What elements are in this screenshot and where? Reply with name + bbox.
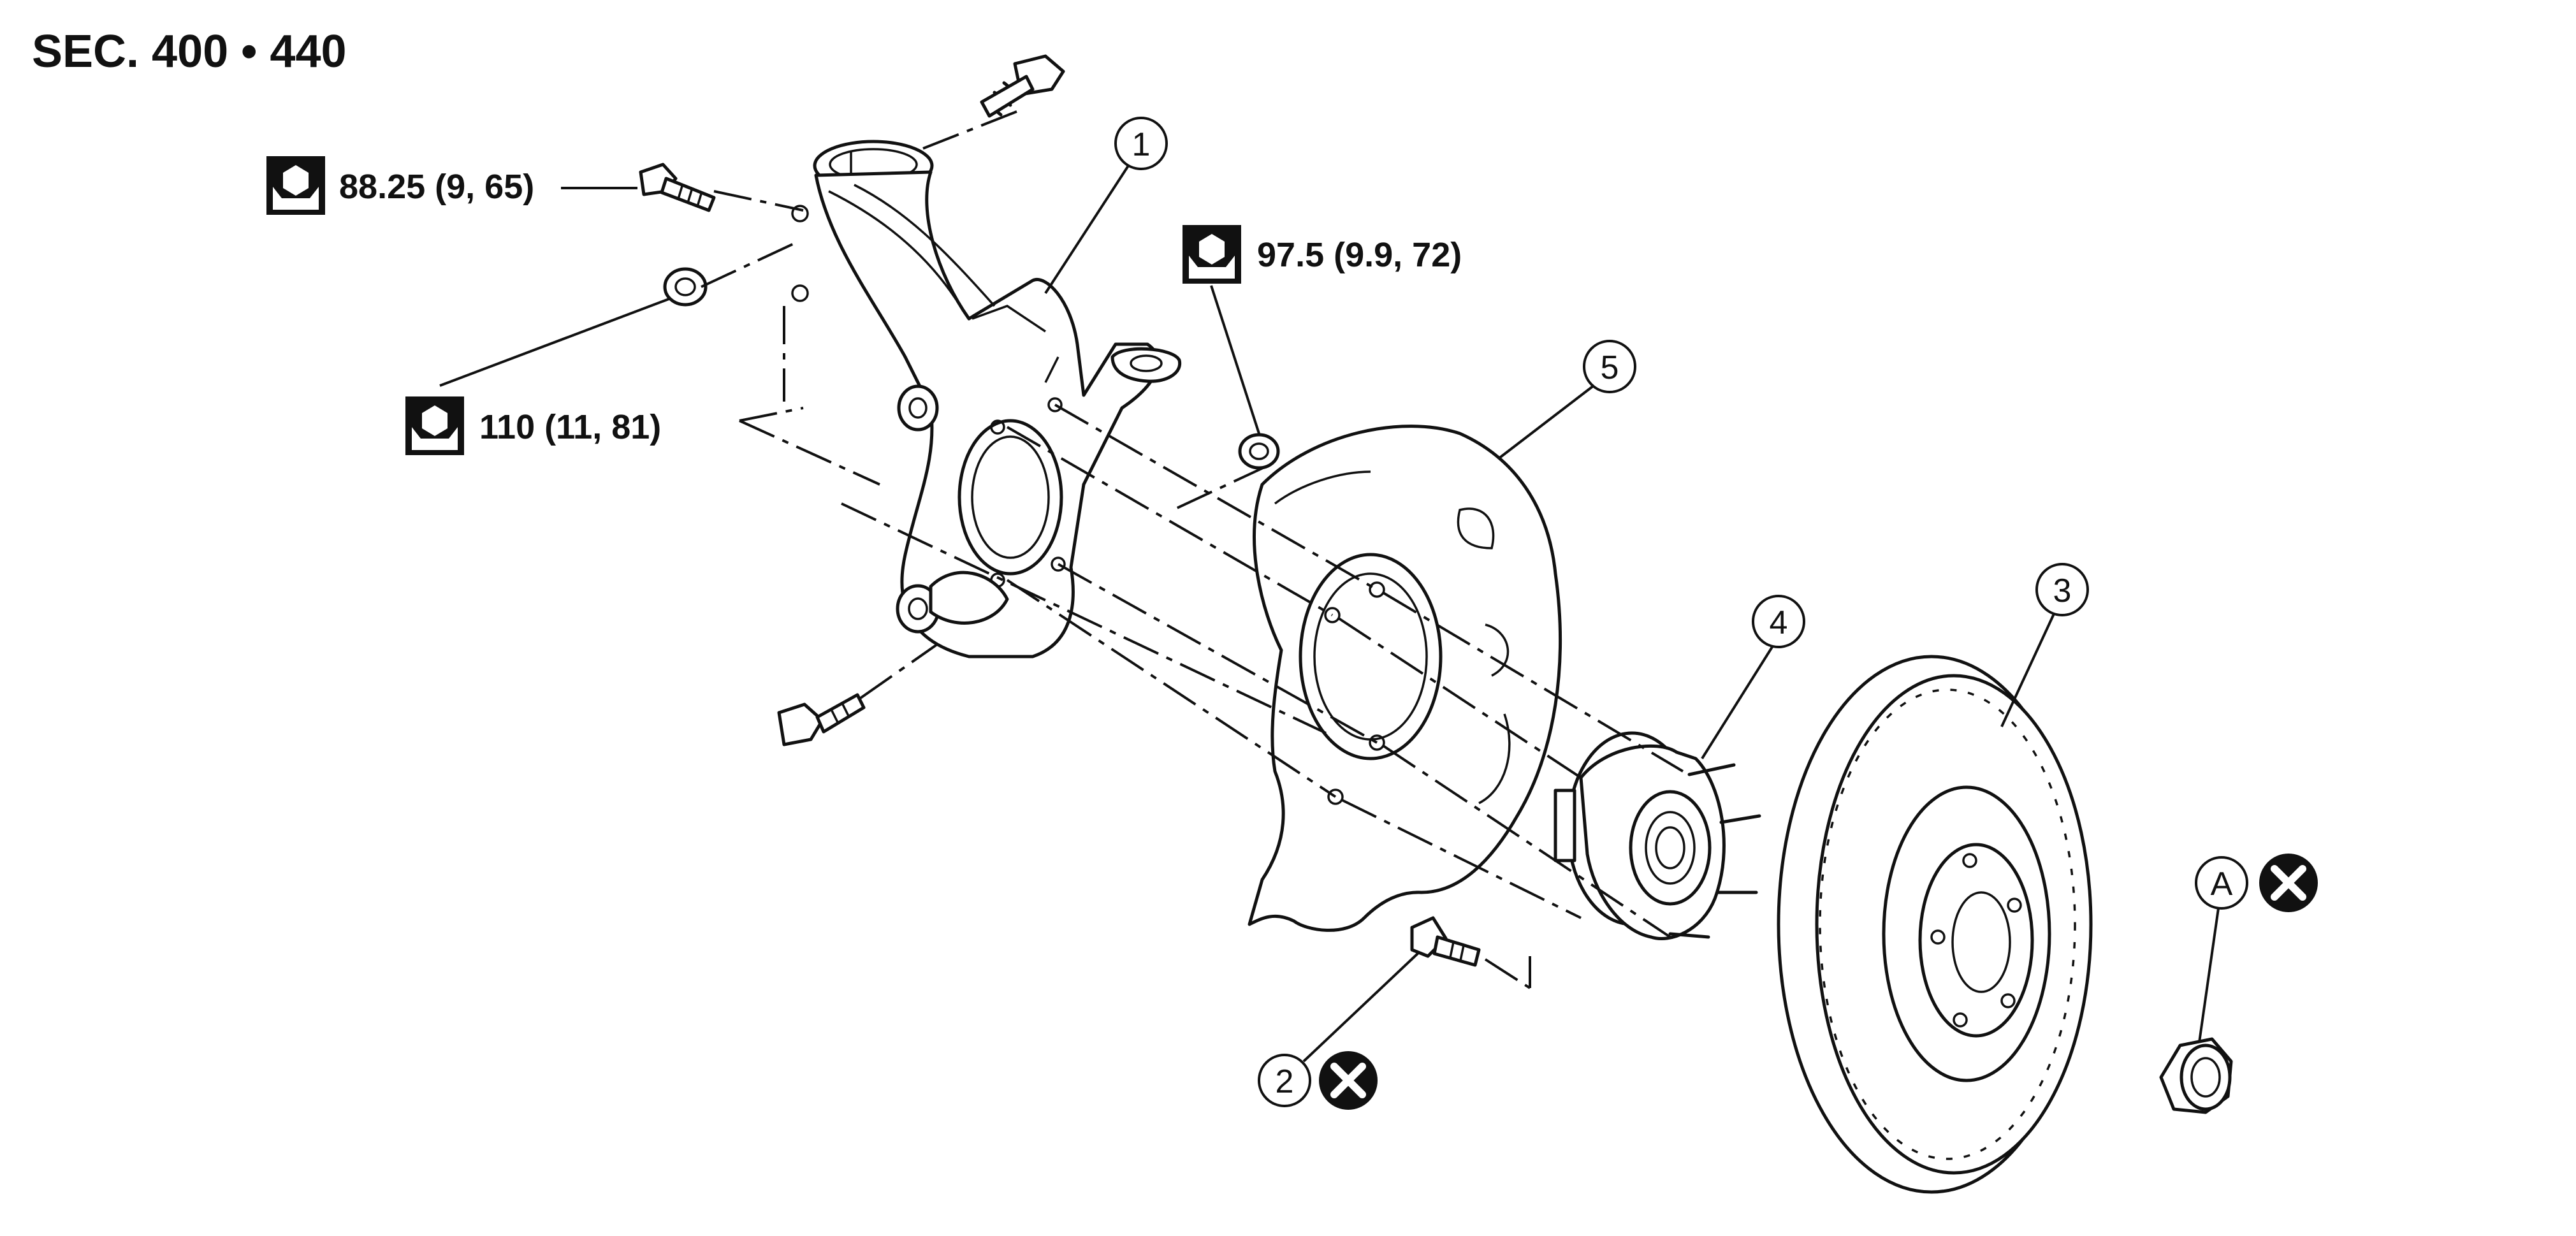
ball-joint-nut xyxy=(1238,433,1280,470)
torque-wrench-icon xyxy=(405,396,464,455)
dust-shield xyxy=(1248,425,1562,932)
torque-value: 97.5 (9.9, 72) xyxy=(1257,236,1462,274)
upper-bolt xyxy=(980,54,1065,118)
hub-nut xyxy=(2159,1037,2233,1114)
brake-disc-rotor xyxy=(1777,655,2093,1194)
assembly-lines xyxy=(701,190,1684,989)
torque-spec-110: 110 (11, 81) xyxy=(405,295,676,455)
steering-knuckle xyxy=(791,140,1182,658)
section-label: SEC. 400 • 440 xyxy=(32,26,347,77)
torque-value: 110 (11, 81) xyxy=(479,408,661,446)
do-not-reuse-x-icon xyxy=(1319,1051,1378,1110)
callout-a: A xyxy=(2195,854,2318,1043)
torque-wrench-icon xyxy=(266,156,325,215)
svg-text:1: 1 xyxy=(1132,126,1151,163)
torque-spec-88: 88.25 (9, 65) xyxy=(266,156,637,215)
lower-bolt xyxy=(777,693,866,746)
strut-nut xyxy=(663,267,708,307)
svg-text:4: 4 xyxy=(1770,604,1788,641)
callout-3: 3 xyxy=(2000,563,2089,727)
svg-text:A: A xyxy=(2211,866,2233,903)
callout-2: 2 xyxy=(1258,952,1420,1110)
strut-bolt xyxy=(639,163,716,212)
hub-bolt xyxy=(1410,916,1481,967)
svg-text:5: 5 xyxy=(1601,349,1619,386)
svg-text:3: 3 xyxy=(2053,572,2072,609)
callout-4: 4 xyxy=(1701,595,1805,760)
torque-wrench-icon xyxy=(1182,225,1241,284)
do-not-reuse-x-icon xyxy=(2259,854,2318,912)
wheel-hub-bearing xyxy=(1554,731,1761,940)
svg-text:2: 2 xyxy=(1276,1063,1294,1100)
torque-value: 88.25 (9, 65) xyxy=(339,168,534,206)
callout-5: 5 xyxy=(1497,340,1636,460)
callout-1: 1 xyxy=(1044,117,1168,294)
torque-spec-97: 97.5 (9.9, 72) xyxy=(1182,225,1462,434)
